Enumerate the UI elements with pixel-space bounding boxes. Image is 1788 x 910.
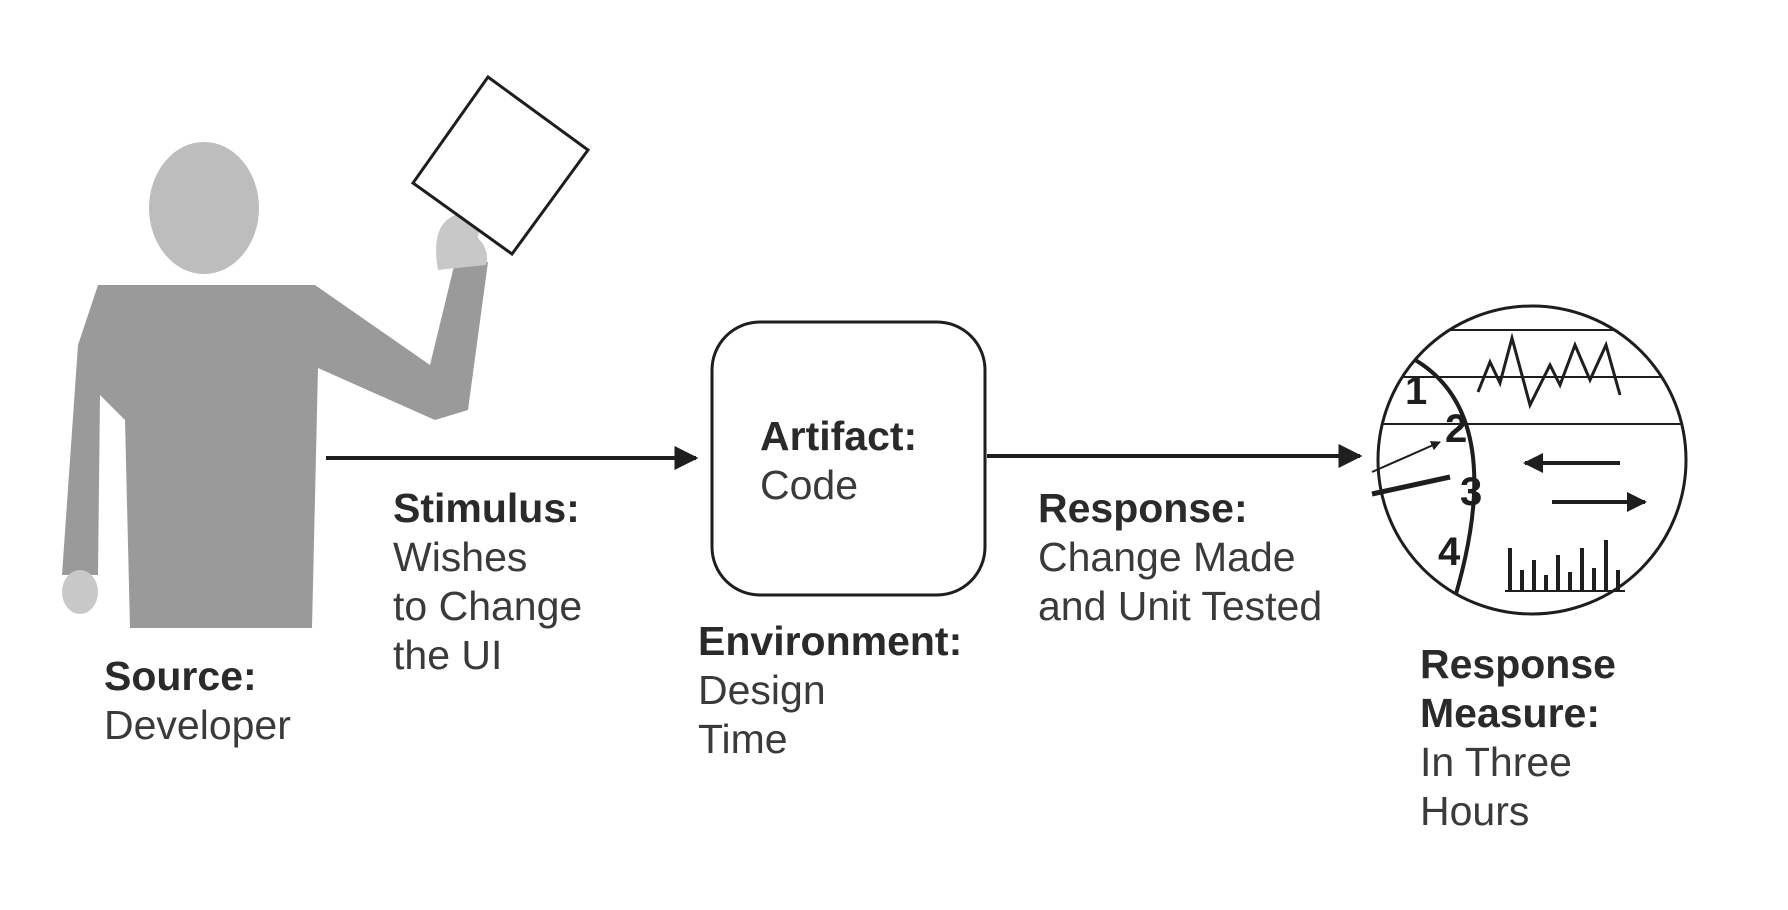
- artifact-heading: Artifact:: [760, 413, 918, 459]
- developer-left-hand: [62, 570, 98, 614]
- response-heading: Response:: [1038, 485, 1248, 531]
- response-line-2: and Unit Tested: [1038, 583, 1323, 629]
- response-measure-label: Response Measure: In Three Hours: [1420, 640, 1616, 836]
- source-label: Source: Developer: [104, 652, 291, 750]
- environment-line-2: Time: [698, 716, 788, 762]
- developer-figure-icon: [62, 142, 488, 628]
- response-measure-dial-icon: 1 2 3 4: [1371, 304, 1688, 616]
- dial-number-2: 2: [1445, 407, 1467, 451]
- developer-body: [62, 262, 488, 628]
- dial-number-1: 1: [1405, 369, 1427, 413]
- response-measure-line-1: In Three: [1420, 739, 1572, 785]
- environment-heading: Environment:: [698, 618, 963, 664]
- waveform-icon: [1476, 332, 1622, 410]
- response-measure-heading-2: Measure:: [1420, 690, 1601, 736]
- artifact-value: Code: [760, 462, 859, 508]
- developer-head: [149, 142, 259, 274]
- response-label: Response: Change Made and Unit Tested: [1038, 484, 1322, 631]
- stimulus-heading: Stimulus:: [393, 485, 580, 531]
- artifact-box: [710, 320, 987, 597]
- hand-long: [1371, 474, 1451, 497]
- source-heading: Source:: [104, 653, 257, 699]
- hand-short: [1371, 441, 1441, 473]
- bar-marks-icon: [1508, 540, 1620, 590]
- environment-line-1: Design: [698, 667, 826, 713]
- stimulus-line-3: the UI: [393, 632, 503, 678]
- source-value: Developer: [104, 702, 291, 748]
- response-measure-heading-1: Response: [1420, 641, 1616, 687]
- dial-number-4: 4: [1438, 530, 1461, 574]
- stimulus-line-2: to Change: [393, 583, 583, 629]
- paper-sheet-icon: [410, 74, 591, 257]
- stimulus-label: Stimulus: Wishes to Change the UI: [393, 484, 582, 680]
- environment-label: Environment: Design Time: [698, 617, 962, 764]
- response-measure-line-2: Hours: [1420, 788, 1530, 834]
- dial-number-3: 3: [1460, 470, 1482, 514]
- response-line-1: Change Made: [1038, 534, 1296, 580]
- artifact-label: Artifact: Code: [760, 412, 917, 510]
- stimulus-line-1: Wishes: [393, 534, 528, 580]
